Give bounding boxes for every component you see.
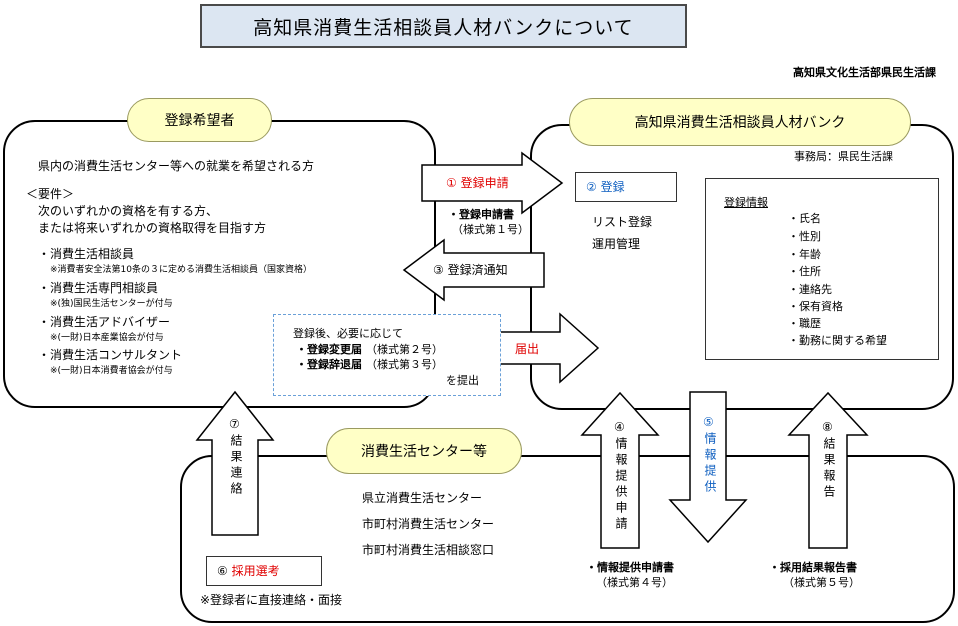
requirements-line2: または将来いずれかの資格取得を目指す方 — [38, 221, 267, 235]
info-item: ・職歴 — [788, 317, 821, 330]
info-request-label: 情報提供申請 — [614, 437, 628, 533]
contact-arrow — [195, 390, 275, 536]
page-title: 高知県消費生活相談員人材バンクについて — [200, 4, 687, 48]
register-box: ② 登録 — [575, 172, 677, 202]
apply-form-label: ・登録申請書 — [448, 208, 514, 221]
info-item: ・勤務に関する希望 — [788, 334, 887, 347]
result-report-label: 結果報告 — [822, 437, 836, 501]
list-registration: リスト登録 — [592, 215, 653, 229]
info-item: ・性別 — [788, 230, 821, 243]
department-label: 高知県文化生活部県民生活課 — [793, 66, 936, 79]
qual-name: ・消費生活専門相談員 — [38, 281, 159, 295]
applicant-label-text: 登録希望者 — [164, 113, 235, 129]
center-label: 消費生活センター等 — [326, 428, 522, 474]
change-notice-box — [273, 314, 501, 396]
qual-note: ※(独)国民生活センターが付与 — [50, 299, 173, 309]
qual-name: ・消費生活相談員 — [38, 247, 135, 261]
requirements-line1: 次のいずれかの資格を有する方、 — [38, 204, 219, 218]
selection-box: ⑥ 採用選考 — [206, 556, 322, 586]
bank-label: 高知県消費生活相談員人材バンク — [569, 98, 911, 146]
info-item: ・連絡先 — [788, 283, 832, 296]
info-item: ・年齢 — [788, 248, 821, 261]
info-provide-arrow — [668, 391, 748, 544]
info-item: ・氏名 — [788, 212, 821, 225]
qual-note: ※(一財)日本消費者協会が付与 — [50, 366, 173, 376]
bank-office: 事務局：県民生活課 — [794, 150, 893, 163]
info-request-form: ・情報提供申請書 — [586, 561, 674, 574]
info-item: ・住所 — [788, 265, 821, 278]
change-form-number: （様式第２号） — [366, 343, 443, 356]
notify-arrow — [402, 238, 545, 302]
center-item: 県立消費生活センター — [362, 491, 483, 505]
apply-form-number: （様式第１号） — [452, 223, 529, 236]
apply-arrow — [421, 151, 564, 215]
registration-info-title: 登録情報 — [724, 196, 768, 209]
center-item: 市町村消費生活センター — [362, 517, 495, 531]
after-registration-text: 登録後、必要に応じて — [293, 327, 403, 340]
operation-management: 運用管理 — [592, 237, 641, 251]
selection-note: ※登録者に直接連絡・面接 — [200, 593, 343, 607]
qual-name: ・消費生活コンサルタント — [38, 348, 183, 362]
contact-arrow-number: ⑦ — [229, 417, 240, 431]
qual-note: ※消費者安全法第10条の３に定める消費生活相談員（国家資格） — [50, 265, 312, 275]
qual-note: ※(一財)日本産業協会が付与 — [50, 333, 164, 343]
register-label: ② 登録 — [586, 180, 625, 194]
selection-number: ⑥ — [217, 564, 228, 578]
info-request-arrow — [580, 391, 660, 549]
submit-text: を提出 — [446, 374, 479, 387]
registration-info-box — [705, 178, 939, 360]
result-report-number: ⑧ — [822, 420, 833, 434]
requirements-heading: ＜要件＞ — [26, 187, 75, 201]
change-form-label: ・登録変更届 — [296, 343, 362, 356]
apply-arrow-label: ① 登録申請 — [446, 176, 509, 190]
info-request-number: ④ — [614, 420, 625, 434]
center-item: 市町村消費生活相談窓口 — [362, 543, 495, 557]
selection-label: 採用選考 — [231, 564, 280, 578]
info-item: ・保有資格 — [788, 300, 843, 313]
applicant-target: 県内の消費生活センター等への就業を希望される方 — [38, 159, 315, 173]
withdraw-form-label: ・登録辞退届 — [296, 358, 362, 371]
qual-name: ・消費生活アドバイザー — [38, 315, 171, 329]
report-arrow-label: 届出 — [515, 342, 540, 356]
hire-result-form-number: （様式第５号） — [783, 576, 860, 589]
result-report-arrow — [787, 391, 869, 549]
info-provide-number: ⑤ — [703, 415, 714, 429]
hire-result-form: ・採用結果報告書 — [769, 561, 857, 574]
bank-label-text: 高知県消費生活相談員人材バンク — [634, 115, 846, 131]
contact-arrow-label: 結果連絡 — [229, 434, 243, 498]
applicant-label: 登録希望者 — [127, 98, 272, 142]
notify-arrow-label: ③ 登録済通知 — [433, 263, 508, 277]
withdraw-form-number: （様式第３号） — [366, 358, 443, 371]
info-provide-label: 情報提供 — [703, 432, 717, 496]
center-label-text: 消費生活センター等 — [361, 444, 487, 460]
info-request-form-number: （様式第４号） — [596, 576, 673, 589]
